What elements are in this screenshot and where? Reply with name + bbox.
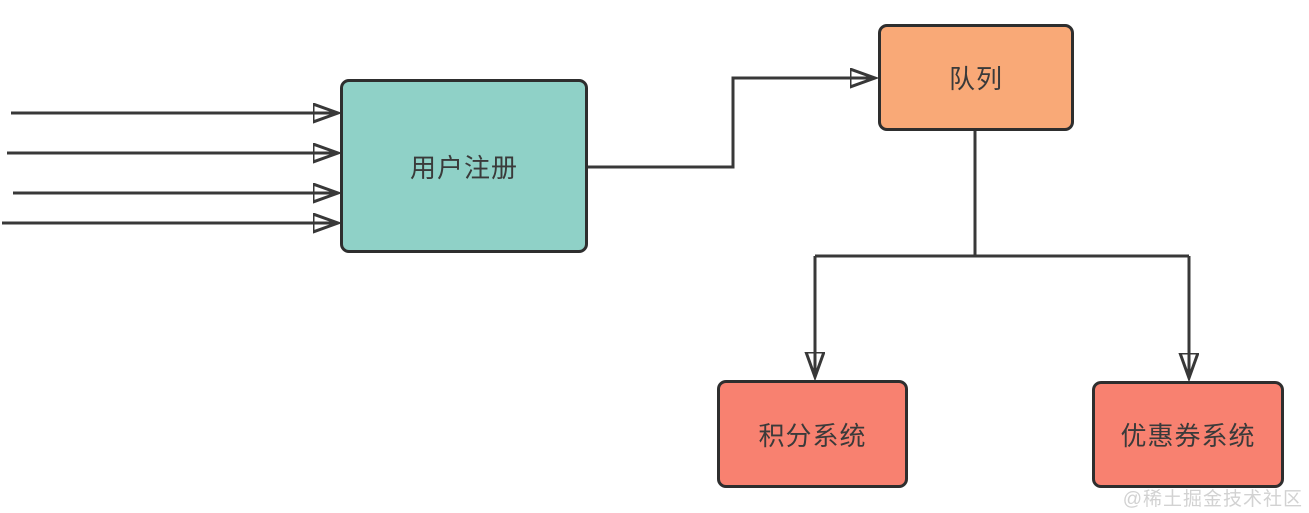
node-queue: 队列 — [878, 24, 1074, 131]
node-points-system: 积分系统 — [717, 380, 908, 488]
node-points-system-label: 积分系统 — [758, 420, 867, 451]
node-coupon-system-label: 优惠券系统 — [1120, 421, 1256, 451]
node-coupon-system: 优惠券系统 — [1092, 381, 1284, 488]
watermark: @稀土掘金技术社区 — [1122, 489, 1303, 510]
node-user-register-label: 用户注册 — [409, 152, 518, 183]
node-queue-label: 队列 — [948, 64, 1003, 94]
connector-register-to-queue — [588, 78, 874, 169]
node-user-register: 用户注册 — [340, 79, 588, 253]
